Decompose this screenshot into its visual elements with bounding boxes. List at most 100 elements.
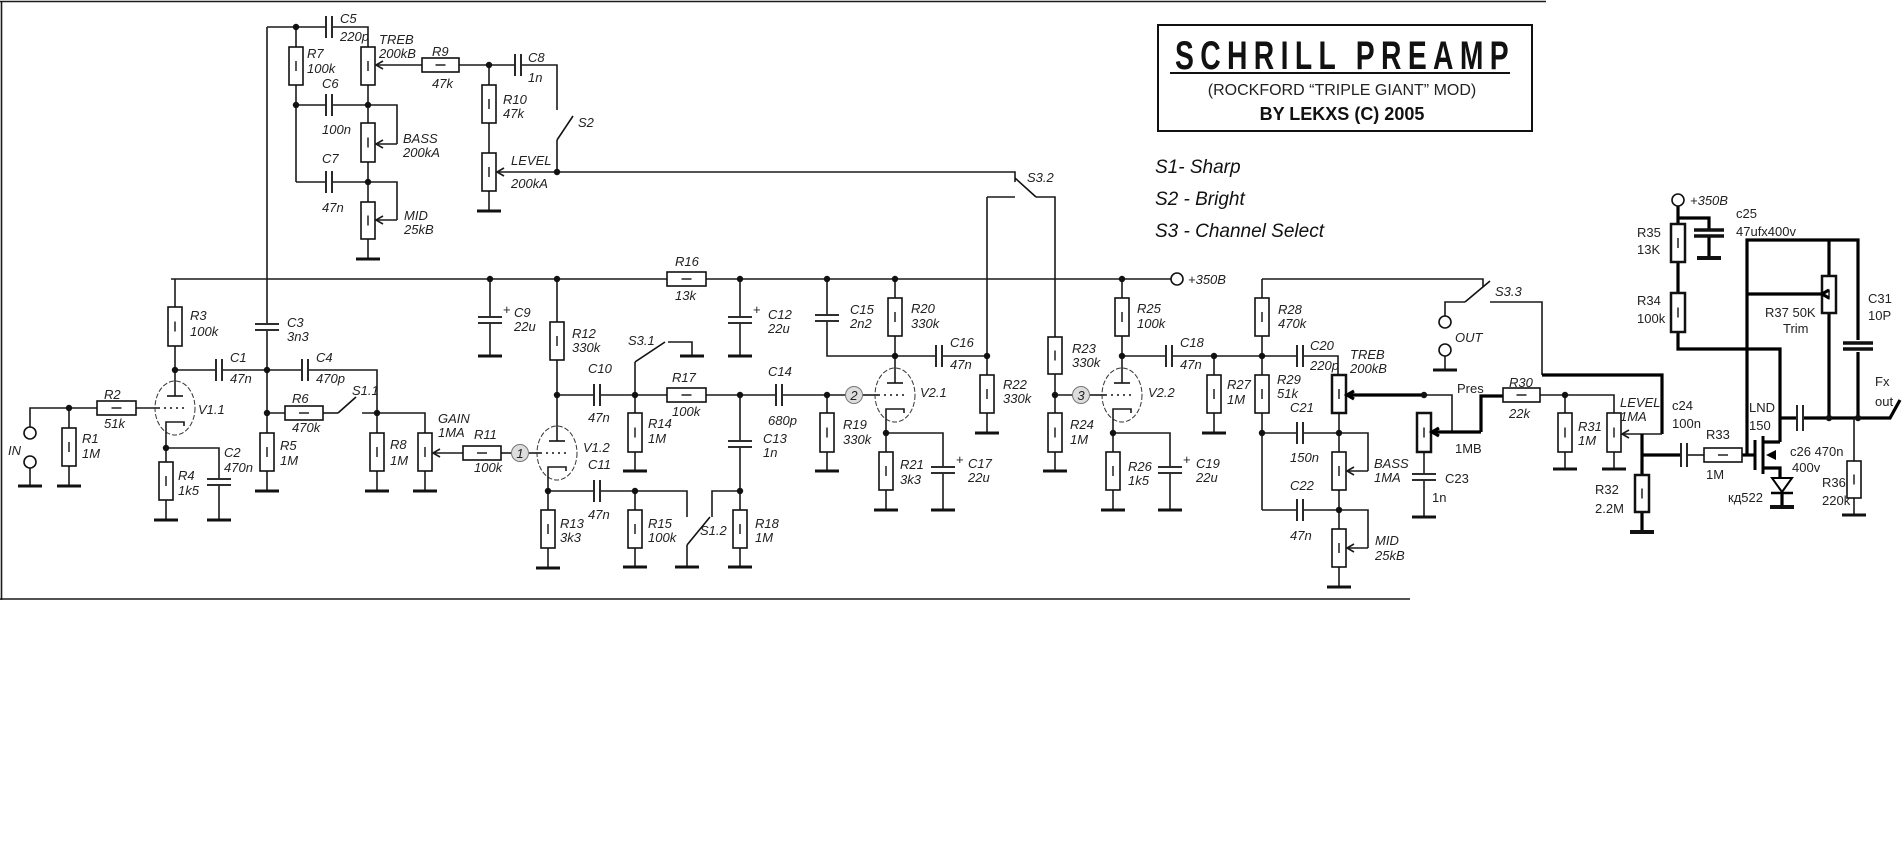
title-frame [1157,24,1533,132]
ref-c26: c26 470n [1790,444,1844,459]
capacitor-gap [514,63,522,67]
junction-dot [1854,414,1862,422]
tube-cathode [547,466,567,479]
junction-dot [1118,352,1126,360]
value-treb1: 200kB [378,46,416,61]
ref-mid2: MID [1375,533,1399,548]
capacitor-gap [1296,508,1304,512]
value-r25: 100k [1137,316,1167,331]
wire [1262,278,1484,287]
capacitor-gap [935,354,943,358]
capacitor-gap [325,25,333,29]
value-c22: 47n [1290,528,1312,543]
junction-dot [1258,429,1266,437]
value-gain: 1MA [438,425,465,440]
value-level2: 1MA [1620,409,1647,424]
ref-r6: R6 [292,391,309,406]
node-marker [511,444,529,462]
ref-r10: R10 [503,92,528,107]
wire [711,490,740,517]
junction-dot [553,391,561,399]
junction-dot [823,275,831,283]
junction-dot [1561,391,1569,399]
ref-s1_1: S1.1 [352,383,379,398]
ref-c17: C17 [968,456,993,471]
value-c11: 47n [588,507,610,522]
ref-r27: R27 [1227,377,1252,392]
tube-cathode [885,408,905,421]
ref-d1: кд522 [1728,490,1763,505]
value-r34: 100k [1637,311,1666,326]
capacitor-gap [1680,453,1688,457]
ref-mid1: MID [404,208,428,223]
junction-dot [891,275,899,283]
junction-dot [373,409,381,417]
ref-r31: R31 [1578,419,1602,434]
junction-dot [891,352,899,360]
ref-c3: C3 [287,315,304,330]
ref-r11: R11 [474,427,497,442]
capacitor-gap [1707,229,1711,237]
wire [1678,216,1711,229]
terminal [1438,315,1452,329]
ref-r14: R14 [648,416,672,431]
value-c4: 470p [316,371,345,386]
wiper-arrow [1428,426,1440,438]
wire [1113,432,1171,467]
vacuum-tube [874,367,916,423]
ref-bass2: BASS [1374,456,1409,471]
junction-dot [292,101,300,109]
ref-r24: R24 [1070,417,1094,432]
ref-r33: R33 [1706,427,1730,442]
diode [1770,477,1794,494]
value-level1: 200kA [510,176,548,191]
value-c25: 47ufx400v [1736,224,1796,239]
wire [886,432,944,467]
ref-r29: R29 [1277,372,1301,387]
wire [521,64,558,110]
ref-v2_2: V2.2 [1148,385,1176,400]
ref-v1_2: V1.2 [583,440,611,455]
value-c2: 470n [224,460,253,475]
ref-r19: R19 [843,417,867,432]
node-marker-label: 2 [849,388,858,403]
switch-blade [1464,280,1491,303]
value-r18: 1M [755,530,773,545]
ref-c25: c25 [1736,206,1757,221]
terminal [23,455,37,469]
ref-treb2: TREB [1350,347,1385,362]
value-mid2: 25kB [1374,548,1405,563]
wire [1424,394,1453,432]
ref-c8: C8 [528,50,545,65]
junction-dot [983,352,991,360]
value-r17: 100k [672,404,702,419]
wire [175,369,378,413]
terminal [1438,343,1452,357]
value-bass1: 200kA [402,145,440,160]
ref-r23: R23 [1072,341,1097,356]
junction-dot [364,101,372,109]
ref-r1: R1 [82,431,99,446]
wire [548,490,688,517]
ref-r2: R2 [104,387,121,402]
value-c13: 1n [763,445,777,460]
capacitor-gap [217,478,221,486]
ref-c6: C6 [322,76,339,91]
junction-dot [736,391,744,399]
value-r20: 330k [911,316,941,331]
value-r14: 1M [648,431,666,446]
mosfet-arrow [1766,450,1776,460]
wire [556,140,1016,182]
ref-s3_1: S3.1 [628,333,655,348]
wiper-arrow [1345,543,1355,553]
ref-r17: R17 [672,370,697,385]
junction-dot [263,409,271,417]
title-author: BY LEKXS (C) 2005 [1260,104,1425,124]
junction-dot [736,487,744,495]
junction-dot [292,23,300,31]
capacitor-gap [738,316,742,324]
wiper-arrow [1620,429,1630,439]
switch-blade [337,396,357,414]
ref-c16: C16 [950,335,975,350]
capacitor-gap [215,368,223,372]
